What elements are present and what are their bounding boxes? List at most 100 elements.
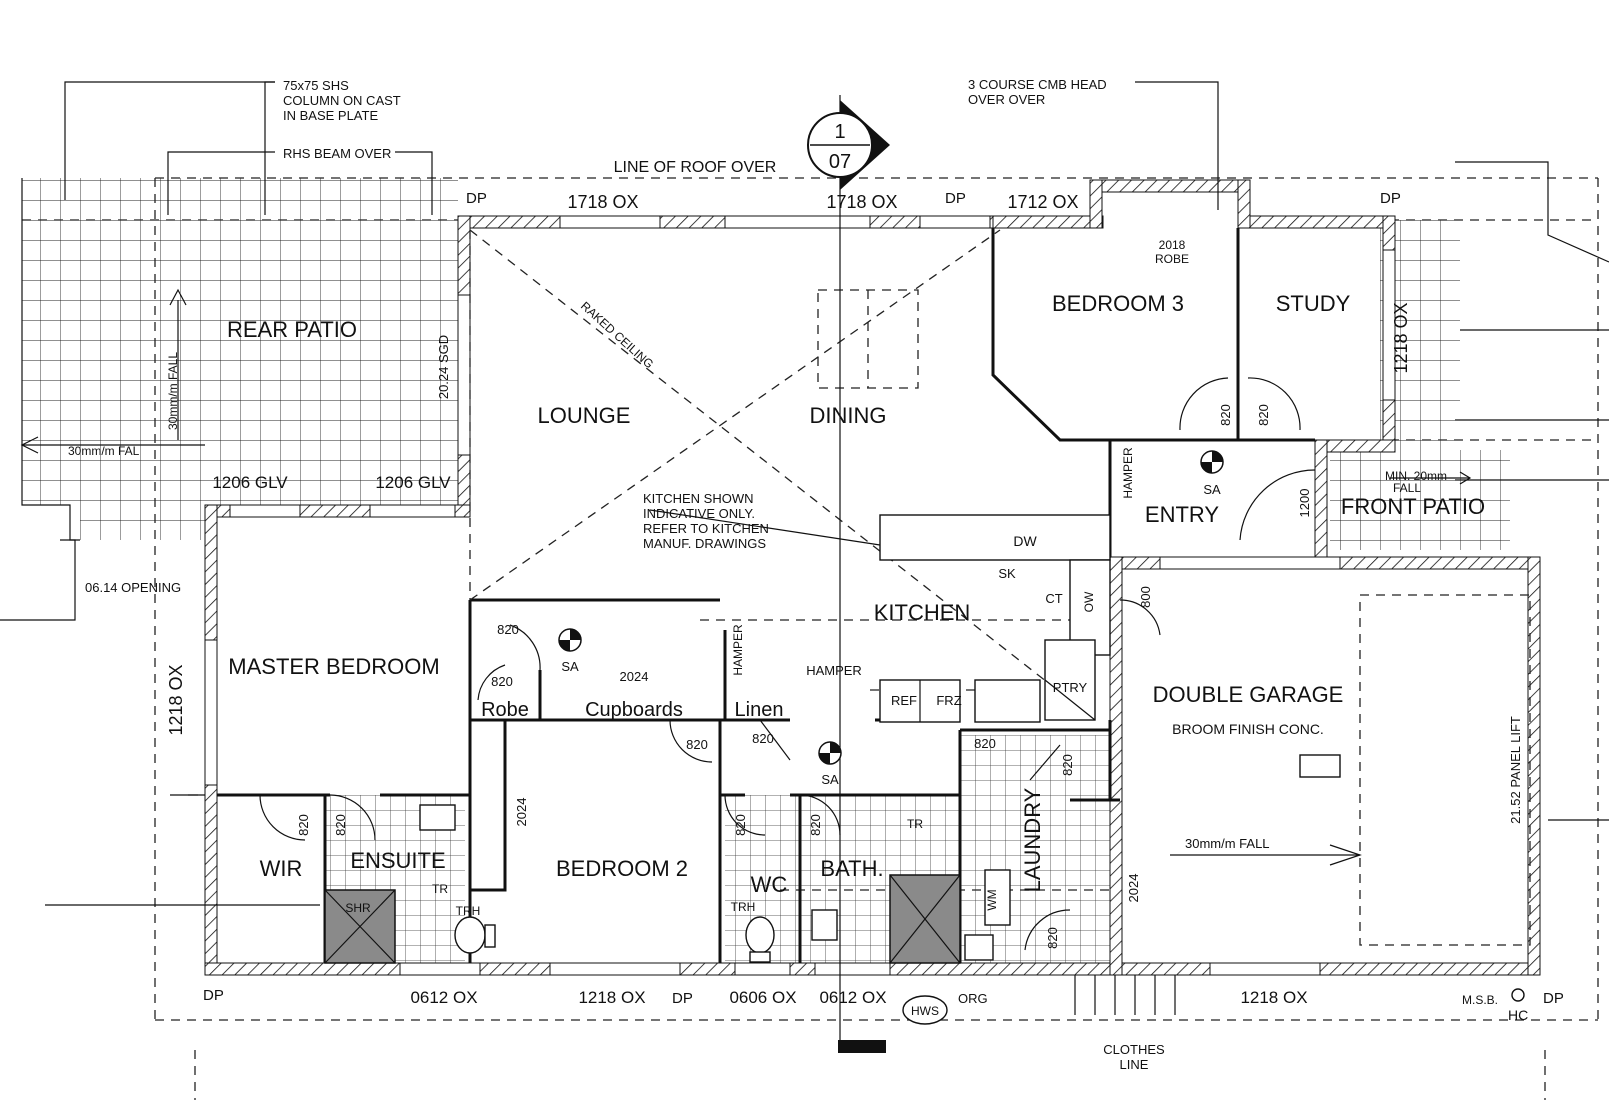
- garage-door: [1170, 594, 1531, 946]
- sanitary-fixtures: [419, 804, 1011, 963]
- window-robe-2: ROBE: [1155, 252, 1189, 266]
- dim-820-m: 820: [1256, 404, 1271, 426]
- fixture-tr-1: TR: [432, 882, 448, 896]
- window-glv-1: 1206 GLV: [212, 473, 288, 492]
- section-marker-bottom: 07: [829, 151, 851, 173]
- fixture-ref: REF: [891, 693, 917, 708]
- note-raked-ceiling: RAKED CEILING: [578, 299, 656, 371]
- dining-table: [817, 289, 919, 389]
- window-bottom-5: 1218 OX: [1240, 988, 1307, 1007]
- dp-label-6: DP: [1543, 990, 1564, 1007]
- note-fall-front-2: FALL: [1393, 481, 1421, 495]
- room-kitchen: KITCHEN: [874, 600, 971, 625]
- window-bottom-3: 0606 OX: [729, 988, 796, 1007]
- note-clothes-line-2: LINE: [1120, 1057, 1149, 1072]
- garage-finish: BROOM FINISH CONC.: [1172, 721, 1324, 737]
- showers: [324, 874, 961, 964]
- fixture-wm: WM: [985, 889, 999, 910]
- dp-label-5: DP: [672, 990, 693, 1007]
- window-bottom-4: 0612 OX: [819, 988, 886, 1007]
- room-double-garage: DOUBLE GARAGE: [1153, 682, 1344, 707]
- hc-symbol: [1511, 988, 1525, 1002]
- doors: [259, 377, 1316, 951]
- note-kitchen-4: MANUF. DRAWINGS: [643, 536, 766, 551]
- window-openings: [204, 215, 1396, 976]
- clothes-line-steps: [1074, 975, 1176, 1015]
- dp-label-1: DP: [466, 190, 487, 207]
- room-bedroom-2: BEDROOM 2: [556, 856, 688, 881]
- room-linen: Linen: [735, 699, 784, 721]
- room-lounge: LOUNGE: [538, 403, 631, 428]
- note-column-2: COLUMN ON CAST: [283, 93, 401, 108]
- note-fall-patio-h: 30mm/m FAL: [68, 444, 140, 458]
- fixture-frz: FRZ: [936, 693, 961, 708]
- room-entry: ENTRY: [1145, 502, 1219, 527]
- fixture-ct: CT: [1045, 591, 1062, 606]
- fixture-dw: DW: [1013, 533, 1037, 549]
- fixture-ptry: PTRY: [1053, 680, 1088, 695]
- note-fall-front-1: MIN. 20mm: [1385, 469, 1447, 483]
- note-cmb-head-2: OVER OVER: [968, 92, 1045, 107]
- msb-label: M.S.B.: [1462, 993, 1498, 1007]
- dim-2024-b: 2024: [514, 798, 529, 827]
- dim-820-j: 820: [808, 814, 823, 836]
- fixture-sk: SK: [998, 566, 1016, 581]
- room-robe: Robe: [481, 699, 529, 721]
- hws-label: HWS: [911, 1004, 939, 1018]
- fixture-tr-2: TR: [907, 817, 923, 831]
- window-top-2: 1718 OX: [826, 192, 897, 212]
- sa-label-1: SA: [1203, 482, 1221, 497]
- sa-label-2: SA: [561, 659, 579, 674]
- window-top-3: 1712 OX: [1007, 192, 1078, 212]
- note-column-1: 75x75 SHS: [283, 78, 349, 93]
- window-robe-1: 2018: [1159, 238, 1186, 252]
- note-fall-garage: 30mm/m FALL: [1185, 836, 1270, 851]
- note-cmb-head-1: 3 COURSE CMB HEAD: [968, 77, 1107, 92]
- dim-820-d: 820: [752, 731, 774, 746]
- dim-820-f: 820: [1060, 754, 1075, 776]
- dim-820-h: 820: [333, 814, 348, 836]
- note-column-3: IN BASE PLATE: [283, 108, 378, 123]
- kitchen-bench: [879, 514, 1111, 723]
- dim-820-e: 820: [974, 736, 996, 751]
- dim-2024-a: 2024: [620, 669, 649, 684]
- note-clothes-line-1: CLOTHES: [1103, 1042, 1165, 1057]
- sa-label-3: SA: [821, 772, 839, 787]
- note-opening: 06.14 OPENING: [85, 580, 181, 595]
- fixture-hamper-3: HAMPER: [806, 663, 862, 678]
- fixture-ow: OW: [1082, 591, 1096, 612]
- dim-820-k: 820: [1045, 927, 1060, 949]
- fixture-hamper-2: HAMPER: [731, 624, 745, 676]
- dp-label-4: DP: [203, 987, 224, 1004]
- room-wc: WC: [751, 872, 788, 897]
- note-panel-lift: 21.52 PANEL LIFT: [1508, 716, 1523, 824]
- hc-label: HC: [1508, 1007, 1528, 1023]
- dp-label-2: DP: [945, 190, 966, 207]
- room-bedroom-3: BEDROOM 3: [1052, 291, 1184, 316]
- leader-lines: [0, 81, 1609, 1053]
- hws-symbol: [902, 995, 948, 1025]
- room-dining: DINING: [810, 403, 887, 428]
- dim-2024-c: 2024: [1126, 874, 1141, 903]
- dim-820-a: 820: [497, 622, 519, 637]
- note-fall-patio-v: 30mm/m FALL: [166, 352, 180, 430]
- note-kitchen-3: REFER TO KITCHEN: [643, 521, 769, 536]
- room-bath: BATH.: [820, 856, 883, 881]
- smoke-alarm-symbols: [558, 450, 1224, 765]
- fixture-hamper-1: HAMPER: [1121, 447, 1135, 499]
- dim-1200: 1200: [1297, 489, 1312, 518]
- note-roof-line: LINE OF ROOF OVER: [614, 159, 777, 176]
- note-kitchen-2: INDICATIVE ONLY.: [643, 506, 755, 521]
- room-master-bedroom: MASTER BEDROOM: [228, 654, 439, 679]
- fixture-shr: SHR: [345, 901, 371, 915]
- room-laundry: LAUNDRY: [1020, 787, 1045, 892]
- ceiling-diagonals: [469, 229, 1071, 701]
- room-wir: WIR: [260, 856, 303, 881]
- fixture-trh-2: TRH: [731, 900, 756, 914]
- room-rear-patio: REAR PATIO: [227, 317, 357, 342]
- window-bottom-1: 0612 OX: [410, 988, 477, 1007]
- room-front-patio: FRONT PATIO: [1341, 494, 1485, 519]
- section-marker: [807, 100, 890, 190]
- note-kitchen-1: KITCHEN SHOWN: [643, 491, 754, 506]
